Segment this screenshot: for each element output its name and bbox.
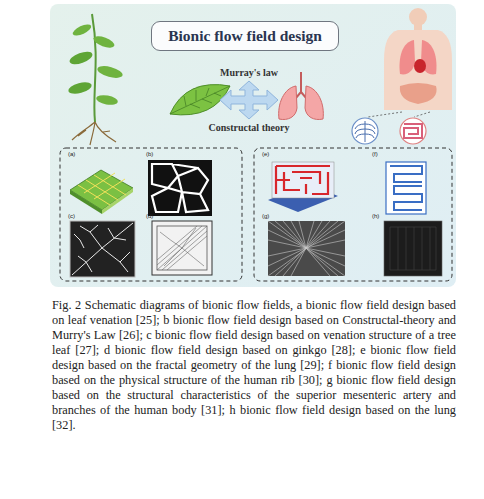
flow-field-g [268, 221, 345, 276]
flow-field-c [70, 221, 135, 277]
panel-letter: (b) [146, 151, 153, 157]
intestine-circle [400, 118, 426, 144]
flow-field-a [70, 190, 102, 214]
human-body-figure [409, 8, 427, 26]
rib-circle [352, 118, 378, 144]
figure-caption: Fig. 2 Schematic diagrams of bionic flow… [52, 298, 456, 433]
concept-label: Murray's law [220, 67, 278, 78]
dashed-group-box [60, 148, 242, 281]
human-body-figure [414, 59, 426, 73]
flow-field-e [276, 166, 330, 194]
human-body-figure [384, 30, 452, 110]
flow-field-a [78, 173, 126, 205]
flow-field-d [157, 226, 207, 270]
flow-field-c [72, 223, 133, 275]
plant-figure [92, 34, 116, 50]
lung-figure [279, 72, 324, 120]
rib-circle [355, 121, 375, 142]
flow-field-h [384, 221, 442, 276]
plant-figure [96, 64, 124, 80]
panel-background [50, 4, 456, 287]
lung-figure [305, 86, 323, 120]
panel-letter: (f) [372, 151, 378, 157]
flow-field-f [386, 162, 426, 214]
panel-letter: (a) [68, 151, 75, 157]
plant-figure [92, 14, 96, 122]
human-body-figure [368, 8, 452, 117]
plant-figure [67, 80, 93, 96]
plant-figure [68, 49, 94, 67]
flow-field-d [157, 226, 207, 270]
plant-figure [72, 122, 116, 145]
human-body-figure [400, 40, 415, 74]
plant-figure [71, 22, 93, 38]
intestine-circle [404, 124, 422, 138]
flow-field-a [102, 188, 133, 214]
flow-field-a [70, 170, 133, 210]
plant-figure [67, 14, 124, 145]
panel-letter: (e) [262, 151, 269, 157]
figure-title: Bionic flow field design [151, 21, 339, 51]
intestine-circle [400, 118, 426, 144]
panel-letter: (c) [68, 213, 75, 219]
flow-field-b [148, 160, 212, 216]
dashed-group-box [254, 148, 452, 281]
flow-field-h [390, 227, 436, 270]
flow-field-d [152, 221, 212, 275]
lung-figure [279, 86, 297, 120]
flow-field-h [384, 221, 442, 276]
flow-field-f [390, 166, 422, 210]
panel-letter: (d) [146, 213, 153, 219]
flow-field-f [386, 162, 426, 214]
concept-label: Constructal theory [209, 122, 290, 133]
flow-field-c [70, 221, 135, 277]
human-body-figure [414, 24, 422, 30]
rib-circle [352, 118, 378, 144]
double-arrow-cross [220, 81, 278, 119]
human-body-figure [400, 83, 437, 104]
flow-field-d [152, 221, 212, 275]
flow-field-g [268, 221, 345, 276]
flow-field-g [268, 221, 345, 276]
double-arrow-cross [220, 81, 278, 119]
human-body-figure [368, 112, 430, 117]
flow-field-b [148, 160, 212, 216]
panel-letter: (g) [262, 213, 269, 219]
panel-letter: (h) [372, 213, 379, 219]
flow-field-e [272, 162, 334, 198]
dashed-group-box [60, 148, 452, 281]
flow-field-a [70, 170, 133, 214]
plant-figure [95, 94, 118, 107]
flow-field-b [152, 164, 208, 212]
flow-field-e [268, 162, 338, 212]
